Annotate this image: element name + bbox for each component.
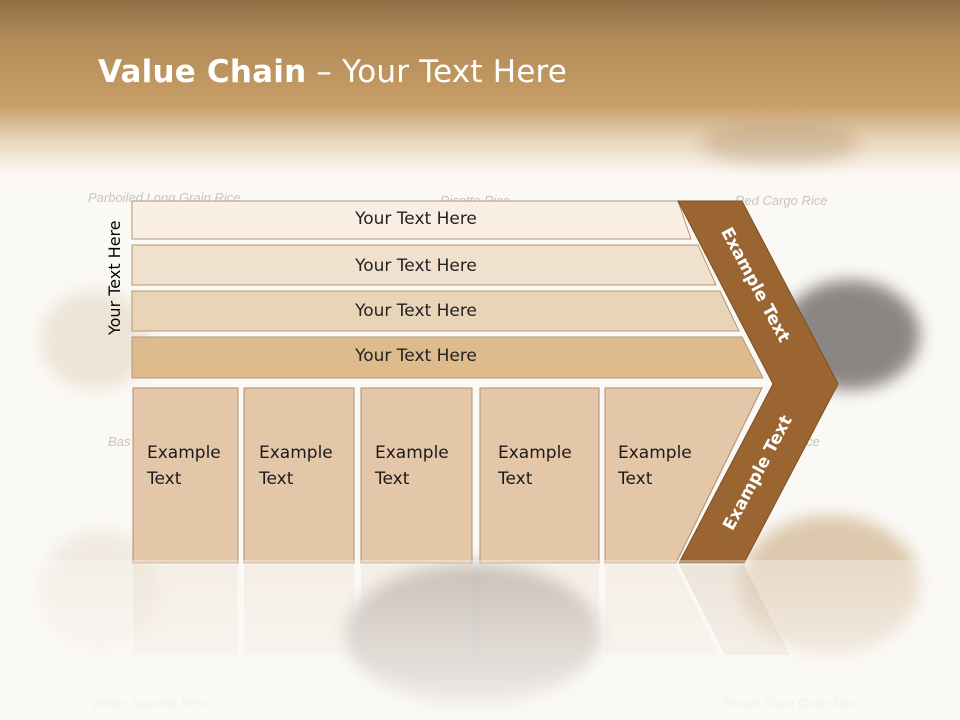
bar-4[interactable] [131, 336, 764, 379]
box-2-line2: Text [259, 469, 294, 489]
box-1[interactable] [132, 387, 239, 564]
box-5-line1: Example [618, 443, 692, 463]
bar-1-label: Your Text Here [355, 209, 477, 229]
bar-1[interactable] [131, 200, 692, 240]
vertical-label: Your Text Here [105, 220, 124, 335]
bar-2-label: Your Text Here [355, 256, 477, 276]
header-band [0, 0, 960, 190]
bar-3-label: Your Text Here [355, 301, 477, 321]
box-3-line1: Example [375, 443, 449, 463]
slide-title: Value Chain – Your Text Here [98, 54, 567, 90]
box-3[interactable] [360, 387, 473, 564]
bar-4-label: Your Text Here [355, 346, 477, 366]
box-2-line1: Example [259, 443, 333, 463]
rice-photo-top-right [700, 122, 860, 164]
box-2[interactable] [243, 387, 355, 564]
box-4-line1: Example [498, 443, 572, 463]
rice-label-basmati: Bas [108, 434, 131, 449]
bar-3[interactable] [131, 290, 740, 332]
box-1-line1: Example [147, 443, 221, 463]
box-4[interactable] [479, 387, 600, 564]
box-5-line2: Text [618, 469, 653, 489]
bar-2[interactable] [131, 244, 717, 286]
box-3-line2: Text [375, 469, 410, 489]
box-1-line2: Text [147, 469, 182, 489]
rice-label-red-cargo: Red Cargo Rice [735, 193, 828, 208]
slide-title-rest: – Your Text Here [306, 54, 568, 90]
diagram-reflection [133, 565, 790, 655]
box-4-line2: Text [498, 469, 533, 489]
slide-title-bold: Value Chain [98, 54, 307, 90]
